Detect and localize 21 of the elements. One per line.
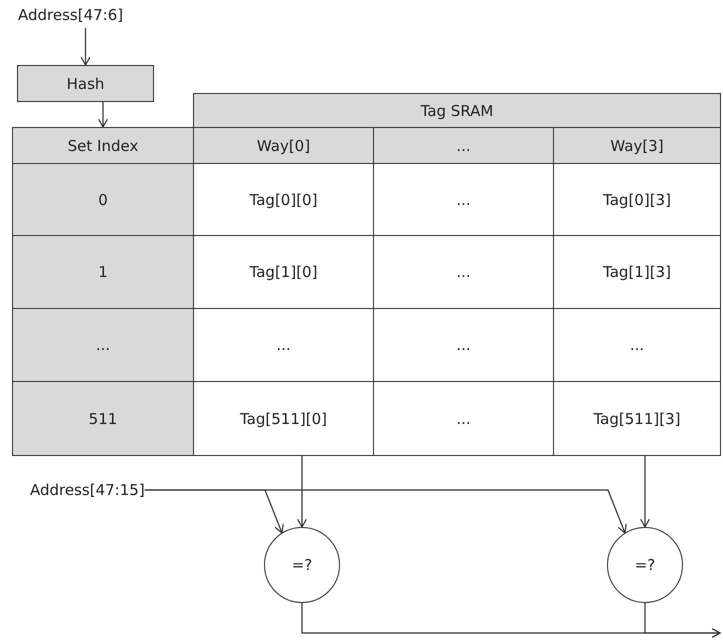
table-cell: 1 [12,235,194,309]
column-header: ... [373,127,554,164]
table-cell: 511 [12,381,194,456]
column-header: Way[3] [553,127,721,164]
column-header: Way[0] [193,127,374,164]
arrow [296,456,308,528]
arrow [644,603,721,638]
table-header: Tag SRAM [193,93,721,128]
table-cell: ... [12,308,194,382]
arrow [144,489,627,534]
signal-label: Address[47:6] [18,2,124,28]
hash-box: Hash [17,65,154,102]
table-cell: 0 [12,163,194,236]
arrow [98,102,108,128]
arrow [640,456,650,528]
arrow [80,28,91,66]
comparator-circle: =? [264,527,340,603]
column-header: Set Index [12,127,194,164]
table-cell: Tag[511][3] [553,381,721,456]
comparator-circle: =? [607,527,683,603]
signal-label: Address[47:15] [30,477,145,503]
